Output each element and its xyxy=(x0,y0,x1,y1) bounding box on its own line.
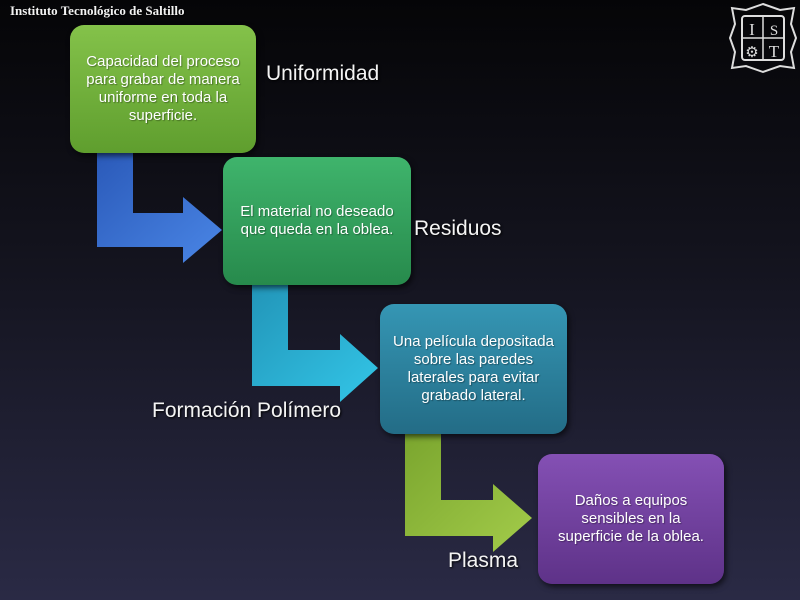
step-text: Capacidad del proceso para grabar de man… xyxy=(86,53,240,124)
svg-text:⚙: ⚙ xyxy=(745,45,758,61)
svg-text:T: T xyxy=(769,42,780,61)
step-label-uniformidad: Uniformidad xyxy=(266,62,380,85)
step-label-residuos: Residuos xyxy=(414,217,502,240)
step-text: El material no deseado que queda en la o… xyxy=(240,203,394,238)
arrow-2 xyxy=(252,285,378,402)
svg-text:S: S xyxy=(770,23,778,39)
step-box-plasma: Daños a equipos sensibles en la superfic… xyxy=(538,454,724,584)
step-box-formacion-polimero: Una película depositada sobre las parede… xyxy=(380,304,567,434)
step-label-formacion-polimero: Formación Polímero xyxy=(152,399,342,422)
step-text: Daños a equipos sensibles en la superfic… xyxy=(558,492,704,545)
step-text: Una película depositada sobre las parede… xyxy=(393,333,554,404)
arrow-1 xyxy=(97,150,222,263)
step-box-uniformidad: Capacidad del proceso para grabar de man… xyxy=(70,25,256,153)
its-crest-icon: I S ⚙ T xyxy=(728,2,798,74)
step-box-residuos: El material no deseado que queda en la o… xyxy=(223,157,411,285)
arrow-3 xyxy=(405,432,532,552)
institution-title: Instituto Tecnológico de Saltillo xyxy=(10,3,185,18)
svg-text:I: I xyxy=(749,20,755,39)
step-label-plasma: Plasma xyxy=(448,549,519,572)
